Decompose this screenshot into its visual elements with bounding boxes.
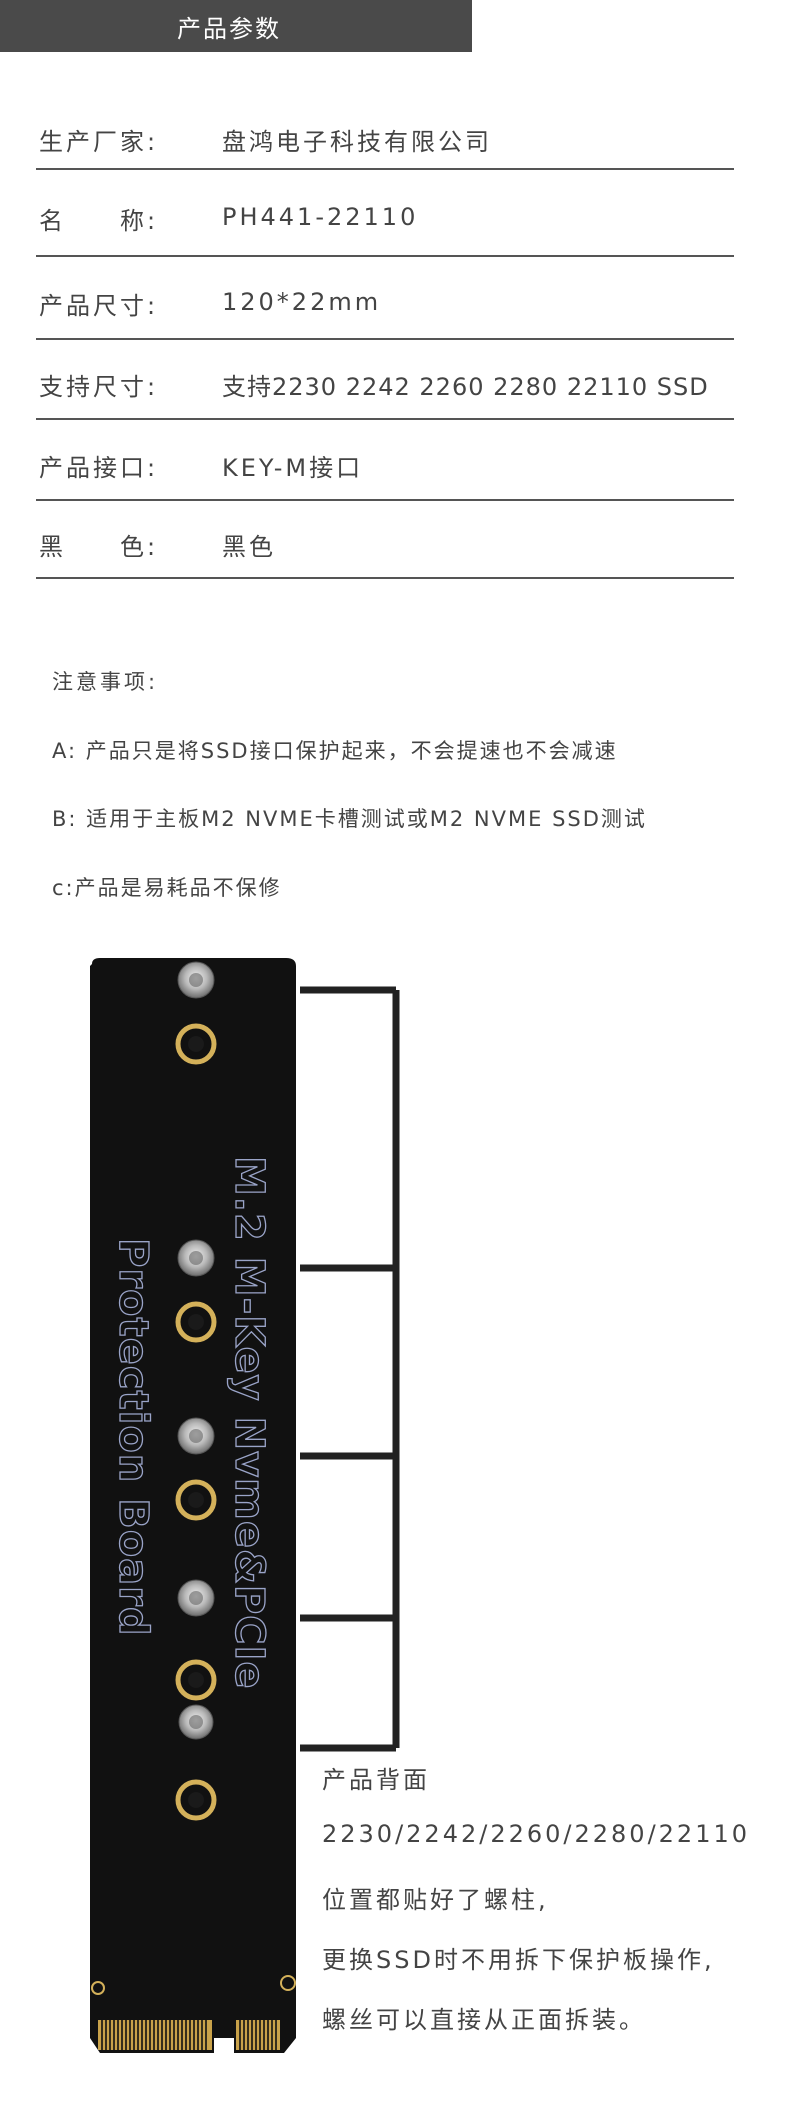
back-note: 产品背面 2230/2242/2260/2280/22110 位置都贴好了螺柱,… bbox=[322, 1760, 750, 2060]
spec-row-size: 产品尺寸: 120*22mm bbox=[36, 257, 734, 340]
spec-label: 黑 色: bbox=[39, 532, 159, 561]
product-image: M.2 M-Key Nvme&PCIe Protection Board bbox=[0, 950, 800, 2090]
spec-value: 黑色 bbox=[222, 532, 276, 561]
spec-label: 生产厂家: bbox=[39, 127, 159, 156]
back-note-line: 更换SSD时不用拆下保护板操作, bbox=[322, 1946, 715, 1974]
spec-row-color: 黑 色: 黑色 bbox=[36, 501, 734, 579]
back-note-line: 2230/2242/2260/2280/22110 bbox=[322, 1820, 751, 1848]
header-bar: 产品参数 bbox=[0, 0, 472, 52]
spec-label: 名 称: bbox=[39, 206, 159, 235]
back-note-line: 产品背面 bbox=[322, 1766, 430, 1794]
spec-value: 盘鸿电子科技有限公司 bbox=[222, 127, 492, 156]
size-bracket bbox=[300, 986, 400, 1752]
spec-value: 120*22mm bbox=[222, 287, 382, 316]
spec-value: 支持2230 2242 2260 2280 22110 SSD bbox=[222, 372, 709, 401]
note-item: A: 产品只是将SSD接口保护起来，不会提速也不会减速 bbox=[52, 738, 618, 763]
board-label-line1: M.2 M-Key Nvme&PCIe bbox=[226, 1156, 272, 1690]
spec-row-interface: 产品接口: KEY-M接口 bbox=[36, 420, 734, 501]
spec-row-name: 名 称: PH441-22110 bbox=[36, 170, 734, 257]
mounting-pad-icon bbox=[175, 1023, 217, 1821]
back-note-line: 螺丝可以直接从正面拆装。 bbox=[322, 2006, 646, 2034]
page-title: 产品参数 bbox=[177, 14, 281, 43]
note-item: c:产品是易耗品不保修 bbox=[52, 875, 282, 900]
board-label-line2: Protection Board bbox=[110, 1238, 156, 1637]
spec-label: 支持尺寸: bbox=[39, 372, 159, 401]
note-item: B: 适用于主板M2 NVME卡槽测试或M2 NVME SSD测试 bbox=[52, 807, 647, 831]
spec-table: 生产厂家: 盘鸿电子科技有限公司 名 称: PH441-22110 产品尺寸: … bbox=[36, 100, 734, 579]
notes-title: 注意事项: bbox=[52, 670, 159, 694]
spec-value: KEY-M接口 bbox=[222, 453, 364, 482]
spec-label: 产品接口: bbox=[39, 453, 159, 482]
standoff-icon bbox=[177, 961, 215, 1740]
spec-row-supported-sizes: 支持尺寸: 支持2230 2242 2260 2280 22110 SSD bbox=[36, 340, 734, 420]
spec-row-manufacturer: 生产厂家: 盘鸿电子科技有限公司 bbox=[36, 100, 734, 170]
spec-label: 产品尺寸: bbox=[39, 291, 159, 320]
spec-value: PH441-22110 bbox=[222, 202, 419, 231]
back-note-line: 位置都贴好了螺柱, bbox=[322, 1886, 549, 1914]
notes-section: 注意事项: A: 产品只是将SSD接口保护起来，不会提速也不会减速 B: 适用于… bbox=[52, 666, 647, 940]
protection-board-image: M.2 M-Key Nvme&PCIe Protection Board bbox=[90, 958, 296, 2053]
